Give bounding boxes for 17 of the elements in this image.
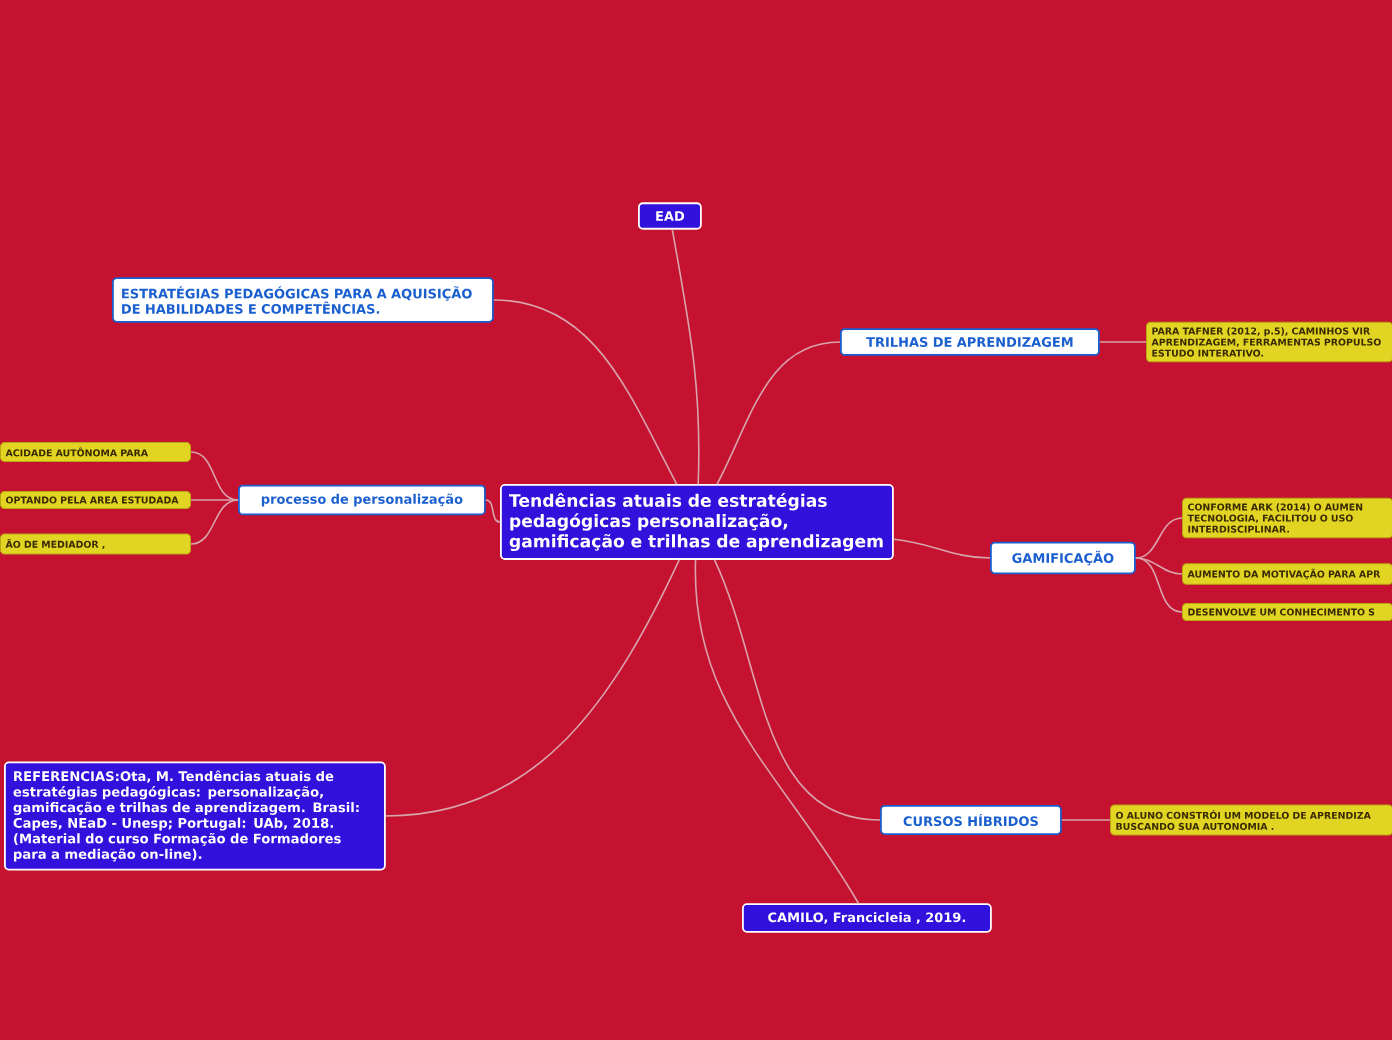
- connector: [385, 559, 681, 817]
- connector: [1135, 557, 1183, 613]
- connector: [694, 559, 860, 905]
- topic-box: Tendências atuais de estratégias pedagógicas personalização, gamificação e trilhas de aprendizagem: [500, 484, 894, 560]
- connector: [1099, 341, 1147, 343]
- connector: [493, 299, 678, 485]
- connector: [1135, 557, 1183, 575]
- connector: [485, 499, 501, 523]
- connector: [1135, 517, 1183, 559]
- connector: [713, 559, 881, 821]
- connector: [893, 538, 991, 559]
- connector: [671, 228, 700, 485]
- connector: [190, 499, 239, 545]
- connector: [190, 451, 239, 501]
- connector: [190, 499, 239, 501]
- connector: [716, 341, 841, 485]
- connector: [1061, 819, 1111, 821]
